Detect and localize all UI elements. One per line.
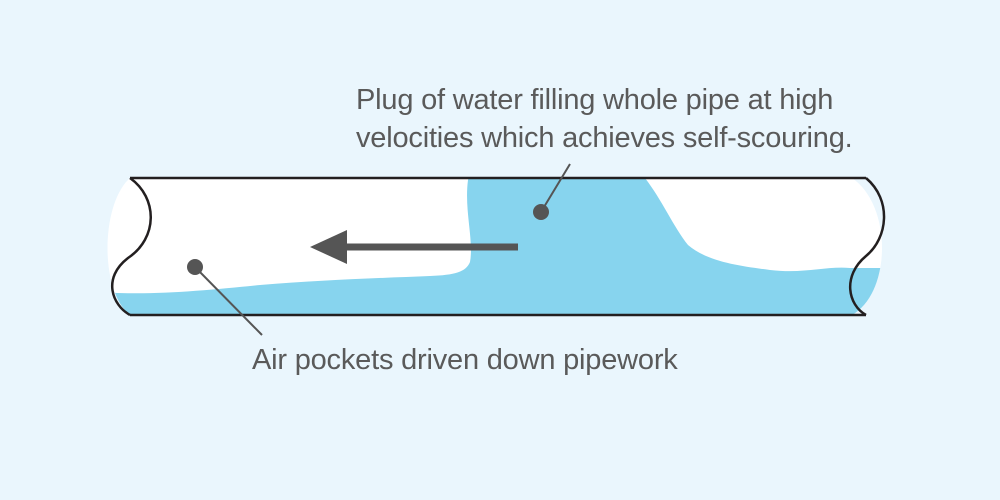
plug-annotation-line2: velocities which achieves self-scouring.: [356, 122, 853, 154]
plug-annotation: Plug of water filling whole pipe at high…: [356, 81, 853, 157]
air-leader-line: [194, 266, 263, 336]
pipe-outline: [130, 176, 866, 317]
flow-arrow-head: [310, 230, 347, 264]
plug-annotation-line1: Plug of water filling whole pipe at high: [356, 84, 834, 116]
pipe-left-end: [111, 176, 152, 317]
water-layer: [107, 178, 882, 315]
plug-leader-line: [540, 163, 571, 213]
air-annotation: Air pockets driven down pipework: [252, 344, 678, 376]
pipe-right-end: [849, 177, 886, 317]
plug-marker-dot: [533, 204, 549, 220]
air-marker-dot: [187, 259, 203, 275]
